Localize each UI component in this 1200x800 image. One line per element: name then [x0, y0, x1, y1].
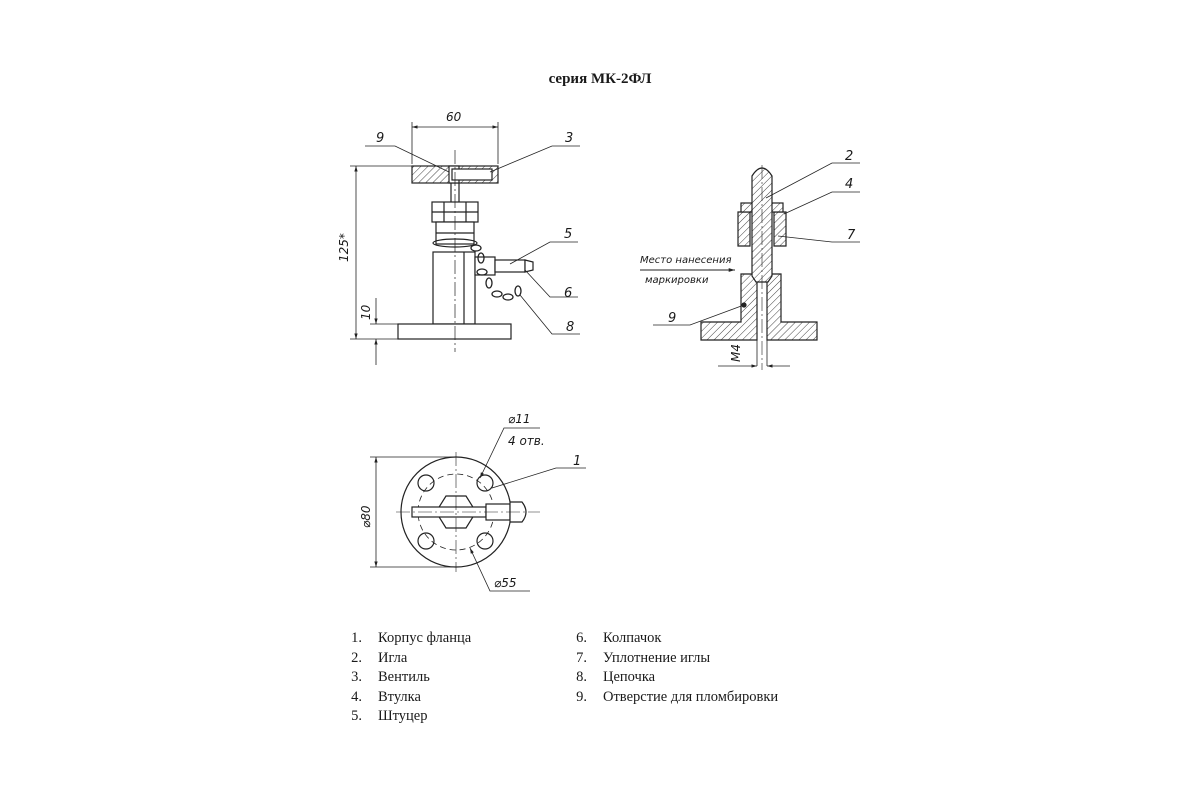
legend-item: 4.Втулка — [351, 688, 421, 705]
legend-item: 3.Вентиль — [351, 669, 430, 685]
front-view — [350, 122, 580, 365]
legend-item: 9.Отверстие для пломбировки — [576, 688, 779, 705]
chain — [470, 244, 522, 301]
callout-front-6: 6 — [564, 286, 572, 301]
dim-bolt-circle: ⌀55 — [494, 576, 517, 590]
dim-flange-diameter: ⌀80 — [359, 505, 373, 528]
parts-legend-left: 1.Корпус фланца 2.Игла 3.Вентиль 4.Втулк… — [338, 629, 471, 727]
callout-front-5: 5 — [564, 227, 572, 242]
callout-section-4: 4 — [845, 177, 853, 192]
parts-legend-right: 6.Колпачок 7.Уплотнение иглы 8.Цепочка 9… — [563, 629, 778, 707]
section-flange — [700, 273, 758, 341]
callout-front-3: 3 — [565, 131, 573, 146]
dim-base-thickness: 10 — [359, 304, 373, 320]
section-view — [640, 162, 860, 370]
mount-hole — [476, 532, 494, 550]
callout-section-7: 7 — [847, 228, 856, 243]
marking-label-line1: Место нанесения — [640, 255, 731, 266]
plan-view — [370, 427, 586, 592]
mount-hole — [417, 474, 435, 492]
technical-drawing: 60 125* 10 9 3 5 6 8 Место нанесения мар… — [337, 110, 860, 592]
legend-item: 5.Штуцер — [351, 708, 428, 724]
drawing-title: серия МК-2ФЛ — [548, 71, 652, 87]
base-flange — [397, 323, 512, 340]
callout-section-9: 9 — [668, 311, 676, 326]
callout-plan-1: 1 — [573, 454, 581, 469]
dim-hole-diameter: ⌀11 — [508, 412, 531, 426]
callout-section-2: 2 — [845, 149, 853, 164]
legend-item: 6.Колпачок — [576, 630, 662, 646]
bushing — [737, 211, 751, 247]
dim-thread: M4 — [729, 344, 743, 362]
legend-item: 1.Корпус фланца — [351, 630, 472, 646]
legend-item: 8.Цепочка — [576, 669, 656, 685]
valve-body — [432, 251, 476, 325]
mount-hole — [417, 532, 435, 550]
dim-hole-count: 4 отв. — [508, 434, 545, 448]
marking-label-line2: маркировки — [645, 275, 709, 286]
dim-front-height: 125* — [337, 233, 351, 262]
legend-item: 7.Уплотнение иглы — [576, 649, 711, 666]
callout-front-9: 9 — [376, 131, 384, 146]
dim-front-width: 60 — [446, 110, 462, 124]
legend-item: 2.Игла — [351, 649, 408, 666]
callout-front-8: 8 — [566, 320, 574, 335]
mount-hole — [476, 474, 494, 492]
